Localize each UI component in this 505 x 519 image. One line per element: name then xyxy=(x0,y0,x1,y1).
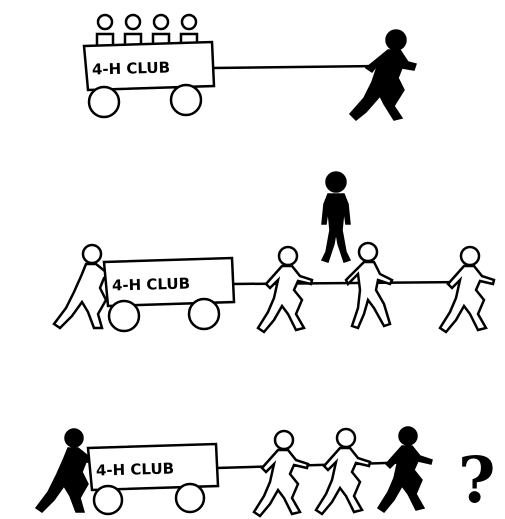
wagon-3-label: 4-H CLUB xyxy=(96,459,175,479)
black-figure-puller-3 xyxy=(378,427,432,512)
wagon-1-label: 4-H CLUB xyxy=(92,58,171,78)
outline-figure-backwards-2 xyxy=(346,243,392,328)
wagon-2-label: 4-H CLUB xyxy=(112,274,191,294)
question-mark: ? xyxy=(458,443,496,518)
outline-figure-puller-3a xyxy=(254,431,308,516)
wagon-1-wheel-front xyxy=(89,87,119,117)
panel-3: 4-H CLUB ? xyxy=(36,427,496,518)
wagon-3-wheel-back xyxy=(176,484,204,512)
panel-2: 4-H CLUB xyxy=(54,172,494,332)
panel-1: 4-H CLUB xyxy=(84,15,416,120)
wagon-1-passengers xyxy=(97,15,197,46)
outline-figure-puller-2a xyxy=(258,247,312,332)
wagon-1-wheel-back xyxy=(171,85,201,115)
wagon-2-wheel-front xyxy=(109,301,139,331)
black-figure-puller-1 xyxy=(350,30,416,120)
outline-figure-puller-3b xyxy=(316,429,370,514)
wagon-3-wheel-front xyxy=(94,486,122,514)
black-figure-standing-2 xyxy=(322,172,350,262)
outline-figure-puller-2b xyxy=(440,247,494,332)
wagon-2 xyxy=(104,258,234,331)
wagon-2-wheel-back xyxy=(189,299,219,329)
rope-1 xyxy=(212,66,380,68)
